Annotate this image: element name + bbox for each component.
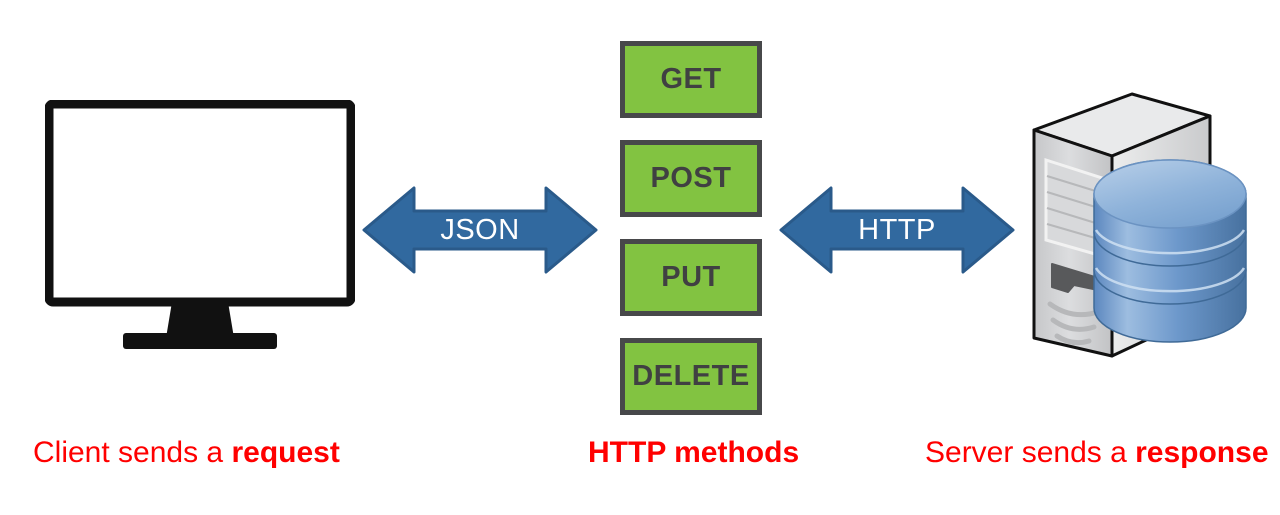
json-arrow: JSON bbox=[362, 186, 598, 274]
server-caption-prefix: Server sends a bbox=[925, 436, 1136, 469]
http-method-label: PUT bbox=[661, 261, 721, 293]
client-caption-emphasis: request bbox=[231, 436, 340, 469]
http-method-label: DELETE bbox=[632, 360, 750, 392]
client-monitor-icon bbox=[44, 99, 356, 350]
client-caption: Client sends a request bbox=[33, 438, 340, 468]
server-database-icon bbox=[1014, 88, 1280, 373]
http-method-label: GET bbox=[660, 63, 722, 95]
client-caption-prefix: Client sends a bbox=[33, 436, 232, 469]
server-caption-emphasis: response bbox=[1135, 436, 1269, 469]
http-method-box-post[interactable]: POST bbox=[620, 140, 762, 217]
server-caption: Server sends a response bbox=[925, 438, 1269, 468]
http-method-label: POST bbox=[650, 162, 732, 194]
http-arrow: HTTP bbox=[779, 186, 1015, 274]
http-method-box-delete[interactable]: DELETE bbox=[620, 338, 762, 415]
http-methods-caption: HTTP methods bbox=[588, 436, 800, 469]
http-method-box-put[interactable]: PUT bbox=[620, 239, 762, 316]
http-method-box-get[interactable]: GET bbox=[620, 41, 762, 118]
